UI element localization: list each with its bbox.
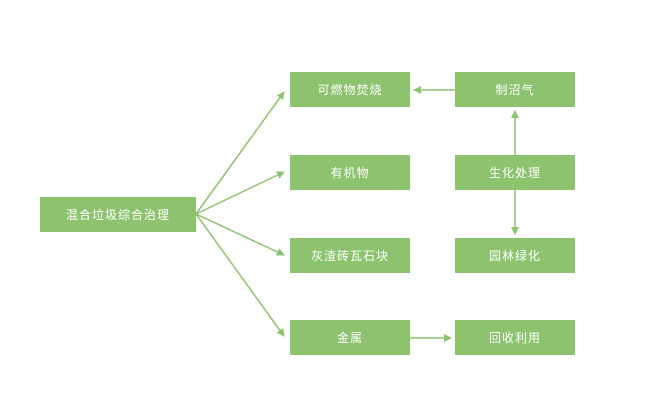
node-recycling: 回收利用 xyxy=(455,320,575,355)
node-combustibles-burning: 可燃物焚烧 xyxy=(290,72,410,107)
node-organic-matter: 有机物 xyxy=(290,155,410,190)
node-ash-brick-stone: 灰渣砖瓦石块 xyxy=(290,238,410,273)
node-biogas-production: 制沼气 xyxy=(455,72,575,107)
node-biogas-production-label: 制沼气 xyxy=(495,83,535,97)
node-recycling-label: 回收利用 xyxy=(488,331,541,345)
node-organic-matter-label: 有机物 xyxy=(330,166,370,180)
arrow-root-to-organic-matter xyxy=(195,171,285,215)
node-biochemical-treatment-label: 生化处理 xyxy=(488,166,541,180)
node-landscaping-label: 园林绿化 xyxy=(488,249,541,263)
node-metal: 金属 xyxy=(290,320,410,355)
arrow-root-to-ash-brick-stone xyxy=(195,213,285,256)
node-metal-label: 金属 xyxy=(336,331,363,345)
node-biochemical-treatment: 生化处理 xyxy=(455,155,575,190)
arrow-root-to-combustibles-burning xyxy=(195,91,285,215)
node-mixed-waste-treatment: 混合垃圾综合治理 xyxy=(40,197,196,232)
node-combustibles-burning-label: 可燃物焚烧 xyxy=(317,83,383,97)
arrow-root-to-metal xyxy=(195,213,285,337)
node-ash-brick-stone-label: 灰渣砖瓦石块 xyxy=(310,249,389,263)
node-mixed-waste-treatment-label: 混合垃圾综合治理 xyxy=(65,208,170,222)
node-landscaping: 园林绿化 xyxy=(455,238,575,273)
